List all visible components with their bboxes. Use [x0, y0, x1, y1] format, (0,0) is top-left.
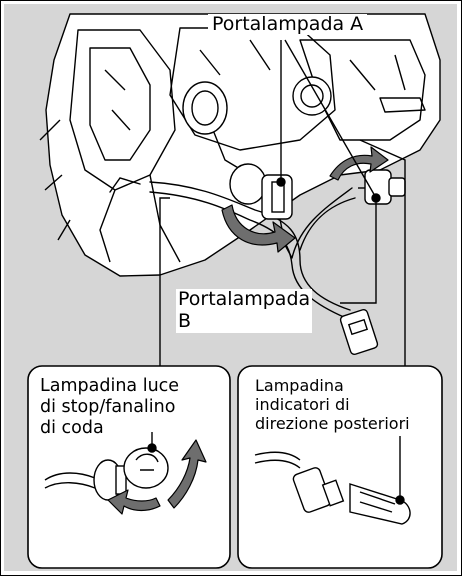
- stop-bulb-arrows: [107, 439, 207, 515]
- stop-bulb-detail: [44, 432, 169, 501]
- label-turn-line2: indicatori di: [255, 395, 350, 415]
- label-turn-signal-bulb: Lampadina indicatori di direzione poster…: [255, 376, 410, 434]
- leader-lines: [159, 39, 406, 368]
- housing-sockets: [182, 76, 332, 135]
- socket-b: [358, 169, 406, 205]
- connector-b: [339, 308, 379, 356]
- rotation-arrows: [221, 146, 389, 253]
- label-portalampada-a: Portalampada A: [208, 13, 368, 36]
- label-stop-tail-bulb: Lampadina luce di stop/fanalino di coda: [40, 376, 179, 439]
- label-portalampada-b: Portalampada B: [176, 288, 313, 333]
- turn-bulb-detail: [254, 436, 411, 525]
- label-stop-line2: di stop/fanalino: [40, 397, 176, 417]
- label-portalampada-b-line1: Portalampada: [178, 288, 311, 310]
- label-stop-line1: Lampadina luce: [40, 376, 180, 396]
- label-stop-line3: di coda: [40, 418, 104, 438]
- label-portalampada-b-line2: B: [178, 309, 192, 332]
- socket-a: [229, 163, 293, 259]
- label-turn-line1: Lampadina: [255, 376, 344, 395]
- label-turn-line3: direzione posteriori: [255, 414, 410, 434]
